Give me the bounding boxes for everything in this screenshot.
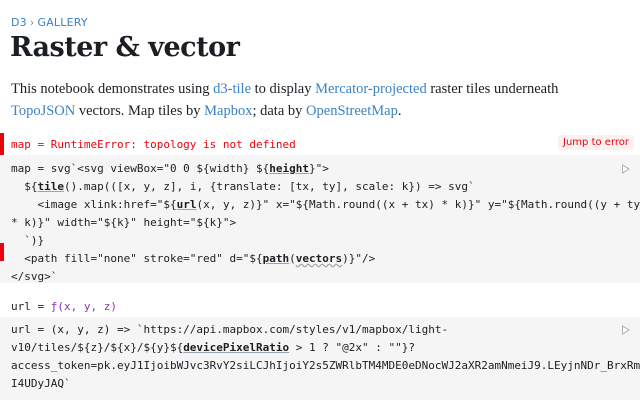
code-text: > 1 ? "@2x" : ""}? xyxy=(289,341,415,354)
topojson-link[interactable]: TopoJSON xyxy=(11,102,76,119)
mercator-link[interactable]: Mercator-projected xyxy=(315,81,427,97)
code-text: url = (x, y, z) => `https://api.mapbox.c… xyxy=(11,323,449,336)
code-ref-height[interactable]: height xyxy=(269,162,310,175)
mapbox-link[interactable]: Mapbox xyxy=(204,102,253,119)
code-ref-tile[interactable]: tile xyxy=(37,180,65,193)
error-line-marker xyxy=(0,243,4,261)
intro-text: This notebook demonstrates using xyxy=(11,81,214,97)
page-title: Raster & vector xyxy=(10,32,240,63)
code-text: ().map(([x, y, z], i, {translate: [tx, t… xyxy=(64,180,475,193)
jump-to-error-button[interactable]: Jump to error xyxy=(558,135,634,150)
url-cell-code[interactable]: url = (x, y, z) => `https://api.mapbox.c… xyxy=(11,321,640,393)
run-cell-icon[interactable] xyxy=(622,164,630,174)
code-ref-device-pixel-ratio[interactable]: devicePixelRatio xyxy=(183,341,290,354)
intro-text: to display xyxy=(251,81,316,97)
breadcrumb-root[interactable]: D3 xyxy=(11,16,27,29)
breadcrumb-separator: › xyxy=(29,16,35,29)
intro-text: . xyxy=(397,102,402,119)
intro-text: ; data by xyxy=(252,102,307,119)
map-cell-code[interactable]: map = svg`<svg viewBox="0 0 ${width} ${h… xyxy=(11,160,640,286)
intro-paragraph: This notebook demonstrates using d3-tile… xyxy=(11,79,611,122)
code-ref-path[interactable]: path xyxy=(262,252,290,265)
code-text: }"> xyxy=(309,162,329,175)
code-text: * k)}" width="${k}" height="${k}"> xyxy=(11,216,237,229)
intro-text: vectors. Map tiles by xyxy=(75,102,205,119)
error-indicator-bar xyxy=(0,133,4,155)
run-cell-icon[interactable] xyxy=(622,325,630,335)
code-text: access_token=pk.eyJ1IjoibWJvc3RvY2siLCJh… xyxy=(11,359,640,372)
code-ref-url[interactable]: url xyxy=(176,198,197,211)
code-text: <image xlink:href="${ xyxy=(11,198,177,211)
d3-tile-link[interactable]: d3-tile xyxy=(213,81,252,97)
map-code-cell[interactable] xyxy=(0,155,640,283)
error-message: map = RuntimeError: topology is not defi… xyxy=(11,138,296,151)
code-text: I4UDyJAQ` xyxy=(11,377,71,390)
code-text: </svg>` xyxy=(11,270,58,283)
code-text: `)} xyxy=(11,234,45,247)
url-output[interactable]: url = ƒ(x, y, z) xyxy=(11,298,117,316)
code-text: map = svg`<svg viewBox="0 0 ${width} ${ xyxy=(11,162,270,175)
function-value[interactable]: ƒ(x, y, z) xyxy=(50,300,117,313)
output-name: url xyxy=(11,300,31,313)
code-ref-vectors[interactable]: vectors xyxy=(295,252,343,265)
url-code-cell[interactable] xyxy=(0,317,640,400)
breadcrumb: D3›GALLERY xyxy=(11,16,88,29)
openstreetmap-link[interactable]: OpenStreetMap xyxy=(306,102,398,119)
code-text: v10/tiles/${z}/${x}/${y}${ xyxy=(11,341,184,354)
intro-text: raster tiles underneath xyxy=(426,81,559,97)
code-text: ( xyxy=(289,252,296,265)
code-text: ${ xyxy=(11,180,38,193)
breadcrumb-gallery[interactable]: GALLERY xyxy=(37,16,88,29)
code-text: )}"/> xyxy=(342,252,376,265)
code-text: (x, y, z)}" x="${Math.round((x + tx) * k… xyxy=(196,198,640,211)
code-text: <path fill="none" stroke="red" d="${ xyxy=(11,252,263,265)
code-text: = xyxy=(30,300,51,313)
